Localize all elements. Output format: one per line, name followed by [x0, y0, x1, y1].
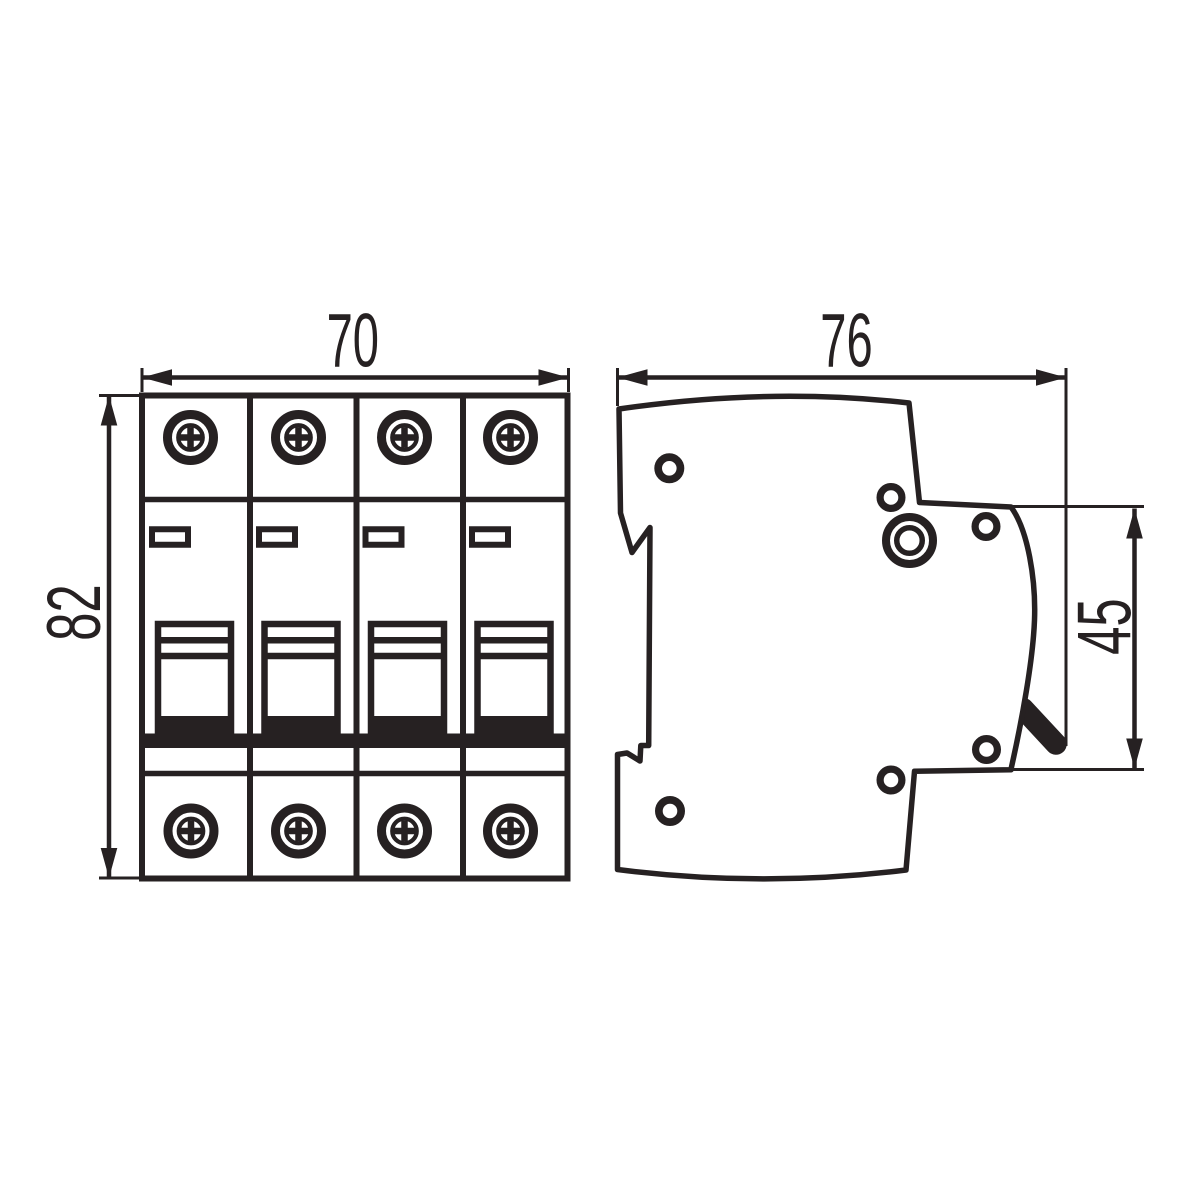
svg-text:76: 76	[820, 299, 872, 383]
svg-text:70: 70	[327, 299, 379, 383]
svg-text:82: 82	[30, 584, 116, 641]
svg-text:45: 45	[1061, 598, 1147, 655]
